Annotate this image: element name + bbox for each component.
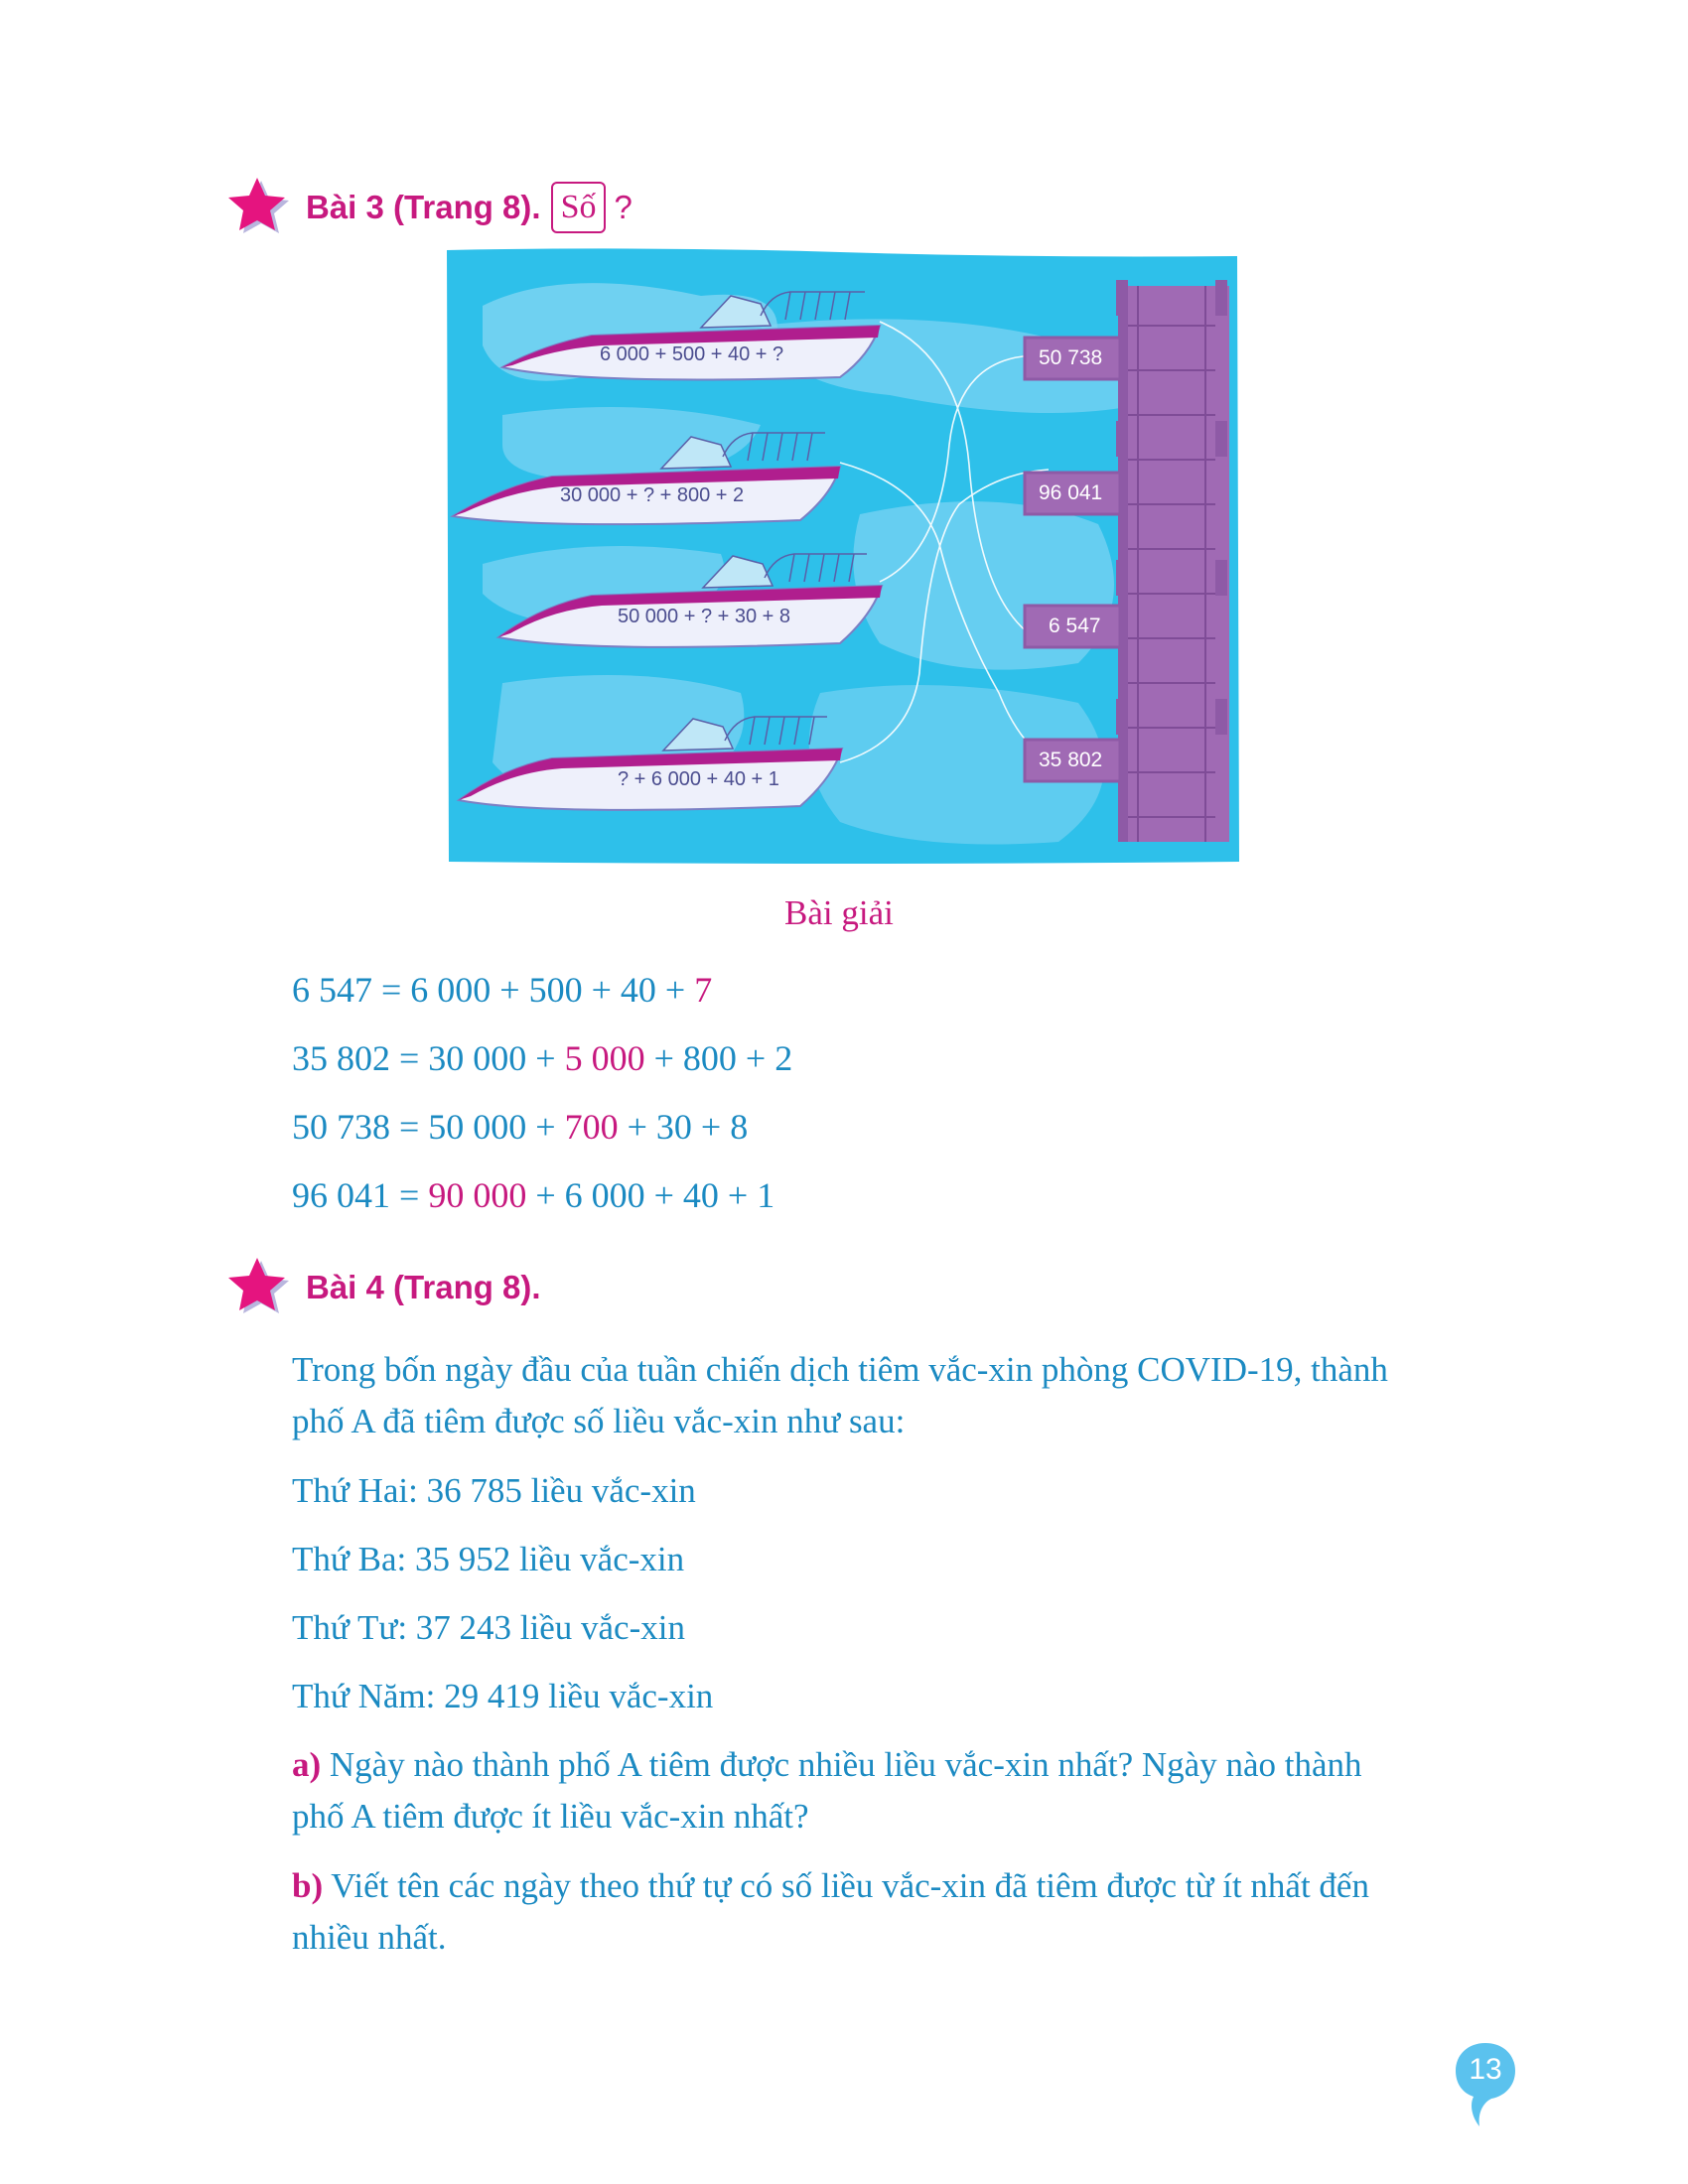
day-entry: Thứ Hai: 36 785 liều vắc-xin — [292, 1471, 696, 1510]
speech-bubble-icon — [1456, 2043, 1515, 2126]
star-icon — [228, 178, 289, 233]
exercise-4-intro: Trong bốn ngày đầu của tuần chiến dịch t… — [292, 1350, 1388, 1440]
boat-2-expression: 30 000 + ? + 800 + 2 — [560, 484, 745, 506]
dock-value: 35 802 — [1039, 749, 1103, 771]
dock-value: 6 547 — [1049, 614, 1101, 637]
solution-line: 6 547 = 6 000 + 500 + 40 + 7 — [292, 970, 713, 1010]
solution-heading: Bài giải — [784, 893, 894, 932]
solution-answer: 90 000 — [428, 1175, 527, 1215]
solution-answer: 700 — [564, 1107, 619, 1147]
question-mark: ? — [614, 189, 633, 225]
boat-1-expression: 6 000 + 500 + 40 + ? — [600, 343, 784, 365]
boat-1 — [499, 291, 882, 381]
water-scene — [447, 248, 1239, 864]
exercise-4-title: Bài 4 (Trang 8). — [306, 1269, 541, 1305]
boats-docks-illustration: 6 000 + 500 + 40 + ? 30 000 + ? + 800 + … — [443, 246, 1241, 868]
boat-3-expression: 50 000 + ? + 30 + 8 — [618, 606, 791, 627]
boat-2 — [450, 432, 842, 526]
solution-answer: 5 000 — [564, 1038, 645, 1078]
dock-value: 96 041 — [1039, 481, 1103, 504]
question-b: b) Viết tên các ngày theo thứ tự có số l… — [292, 1866, 1369, 1957]
exercise-3-title: Bài 3 (Trang 8). — [306, 189, 541, 225]
main-dock — [1023, 280, 1229, 842]
day-entry: Thứ Năm: 29 419 liều vắc-xin — [292, 1677, 714, 1715]
exercise-3-heading: Bài 3 (Trang 8). Số ? — [226, 177, 633, 238]
solution-line: 96 041 = 90 000 + 6 000 + 40 + 1 — [292, 1175, 775, 1215]
exercise-4-heading: Bài 4 (Trang 8). — [226, 1257, 541, 1318]
solution-line: 35 802 = 30 000 + 5 000 + 800 + 2 — [292, 1038, 793, 1078]
question-a-label: a) — [292, 1745, 322, 1784]
page-number-badge: 13 — [1454, 2041, 1517, 2130]
solution-answer: 7 — [694, 970, 713, 1010]
solution-line: 50 738 = 50 000 + 700 + 30 + 8 — [292, 1107, 749, 1147]
question-b-label: b) — [292, 1866, 324, 1905]
question-a: a) Ngày nào thành phố A tiêm được nhiều … — [292, 1745, 1362, 1836]
day-entry: Thứ Ba: 35 952 liều vắc-xin — [292, 1540, 685, 1578]
boat-3 — [495, 553, 884, 648]
star-icon — [228, 1258, 289, 1313]
page-number: 13 — [1469, 2053, 1502, 2086]
dock-value: 50 738 — [1039, 346, 1103, 369]
day-entry: Thứ Tư: 37 243 liều vắc-xin — [292, 1608, 685, 1647]
boat-4-expression: ? + 6 000 + 40 + 1 — [618, 768, 779, 790]
boat-4 — [456, 716, 844, 811]
so-box: Số — [550, 182, 607, 233]
